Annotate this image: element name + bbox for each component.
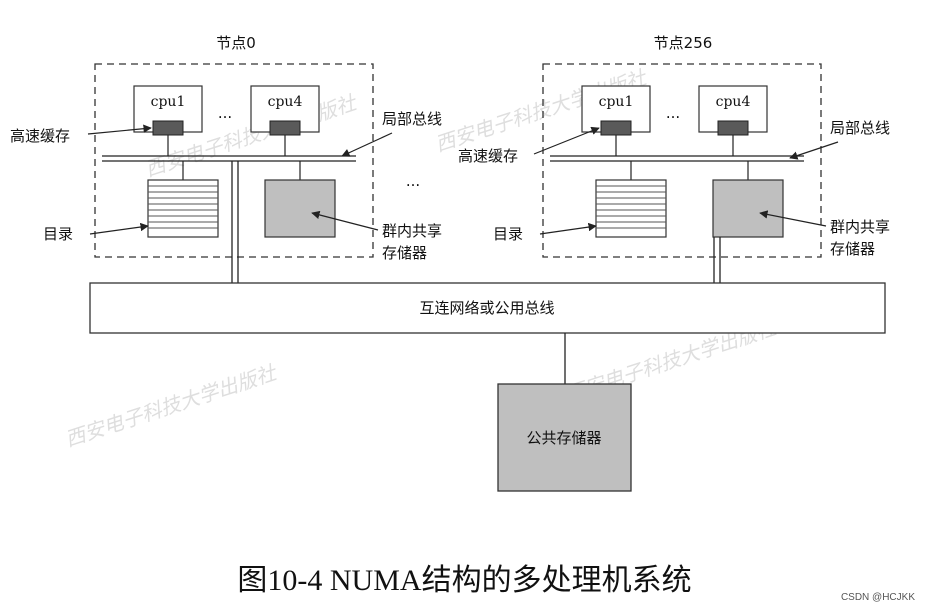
figure-caption: 图10-4 NUMA结构的多处理机系统 <box>237 564 692 597</box>
shared-memory-arrow <box>311 210 379 231</box>
public-memory-box <box>497 383 632 492</box>
between-dots: ... <box>406 172 420 190</box>
node-256: 节点256 cpu1 ... cpu4 高速缓存 <box>458 34 890 258</box>
node-boundary <box>94 63 374 258</box>
credit-label: CSDN @HCJKK <box>840 592 915 603</box>
shared-memory-label: 存储器 <box>830 240 875 258</box>
cache-label: 高速缓存 <box>10 127 70 145</box>
directory-arrow <box>539 222 597 235</box>
cache-block <box>600 120 632 136</box>
cpu-label: cpu4 <box>268 94 303 110</box>
dots: ... <box>218 104 232 122</box>
public-memory-label: 公共存储器 <box>526 429 601 447</box>
shared-memory-box <box>712 179 784 238</box>
cache-arrow <box>87 124 152 135</box>
cache-block <box>152 120 184 136</box>
cache-block <box>269 120 301 136</box>
cpu-label: cpu1 <box>599 94 634 110</box>
directory-label: 目录 <box>493 225 523 243</box>
cpu-label: cpu4 <box>716 94 751 110</box>
shared-memory-box <box>264 179 336 238</box>
cpu-label: cpu1 <box>151 94 186 110</box>
directory-label: 目录 <box>43 225 73 243</box>
shared-memory-label: 群内共享 <box>382 222 442 240</box>
interconnect-label: 互连网络或公用总线 <box>419 299 554 317</box>
local-bus-label: 局部总线 <box>830 119 890 137</box>
directory-lines <box>596 185 666 229</box>
cache-block <box>717 120 749 136</box>
local-bus-label: 局部总线 <box>382 110 442 128</box>
node-title: 节点0 <box>216 34 256 52</box>
interconnect-bar <box>89 282 886 334</box>
cache-label: 高速缓存 <box>458 147 518 165</box>
node-0: 节点0 cpu1 ... cpu4 <box>10 34 442 262</box>
local-bus-arrow <box>789 141 839 160</box>
node-boundary <box>542 63 822 258</box>
local-bus-arrow <box>341 132 393 157</box>
shared-memory-arrow <box>759 210 827 227</box>
shared-memory-label: 存储器 <box>382 244 427 262</box>
shared-memory-label: 群内共享 <box>830 218 890 236</box>
directory-arrow <box>89 222 149 235</box>
directory-lines <box>148 185 218 229</box>
node-title: 节点256 <box>654 34 713 52</box>
dots: ... <box>666 104 680 122</box>
cache-arrow <box>533 126 600 155</box>
